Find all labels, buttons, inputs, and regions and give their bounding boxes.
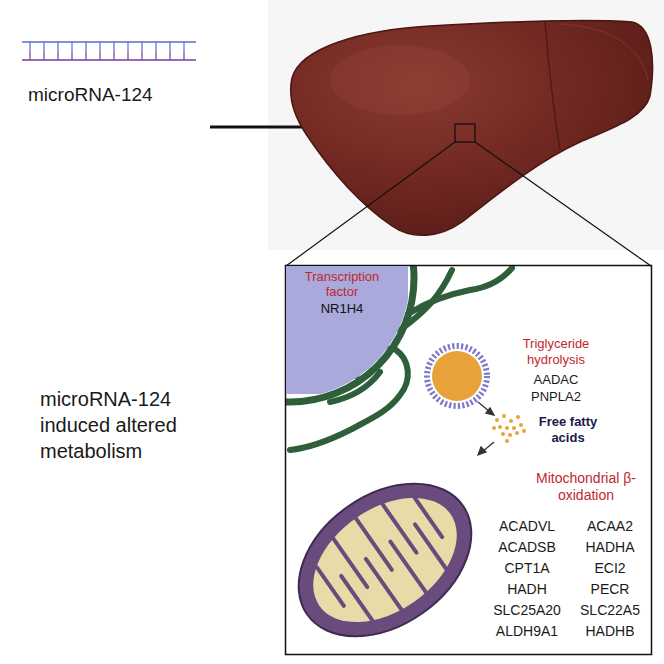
gene-name: SLC25A20 [486, 602, 568, 619]
gene-name: SLC22A5 [569, 602, 651, 619]
summary-label: microRNA-124 induced altered metabolism [40, 386, 222, 464]
gene-name: PNPLA2 [516, 389, 596, 405]
nucleus: Transcription factorNR1H4 [286, 266, 408, 394]
gene-name: AADAC [516, 372, 596, 388]
metabolite-label: Free fatty acids [530, 414, 606, 445]
gene-name: CPT1A [486, 560, 568, 577]
gene-name: PECR [569, 581, 651, 598]
gene-name: ECI2 [569, 560, 651, 577]
gene-name: HADHB [569, 623, 651, 640]
gene-name: ACADVL [486, 518, 568, 535]
process-heading: Mitochondrial β-oxidation [522, 470, 650, 504]
node-heading: Transcription factor [292, 270, 392, 300]
zoom-line [286, 142, 455, 266]
gene-name: HADH [486, 581, 568, 598]
gene-name: ACADSB [486, 539, 568, 556]
liver-ground [268, 0, 664, 250]
liver [291, 20, 653, 235]
rna-duplex [22, 42, 196, 60]
gene-name: ALDH9A1 [486, 623, 568, 640]
zoom-box [286, 266, 652, 655]
cell-detail [286, 266, 526, 654]
gene-name: HADHA [569, 539, 651, 556]
gene-name: ACAA2 [569, 518, 651, 535]
zoom-line [475, 142, 651, 266]
rna-label: microRNA-124 [28, 84, 153, 107]
process-heading: Triglyceride hydrolysis [501, 336, 611, 367]
gene-name: NR1H4 [292, 302, 392, 317]
